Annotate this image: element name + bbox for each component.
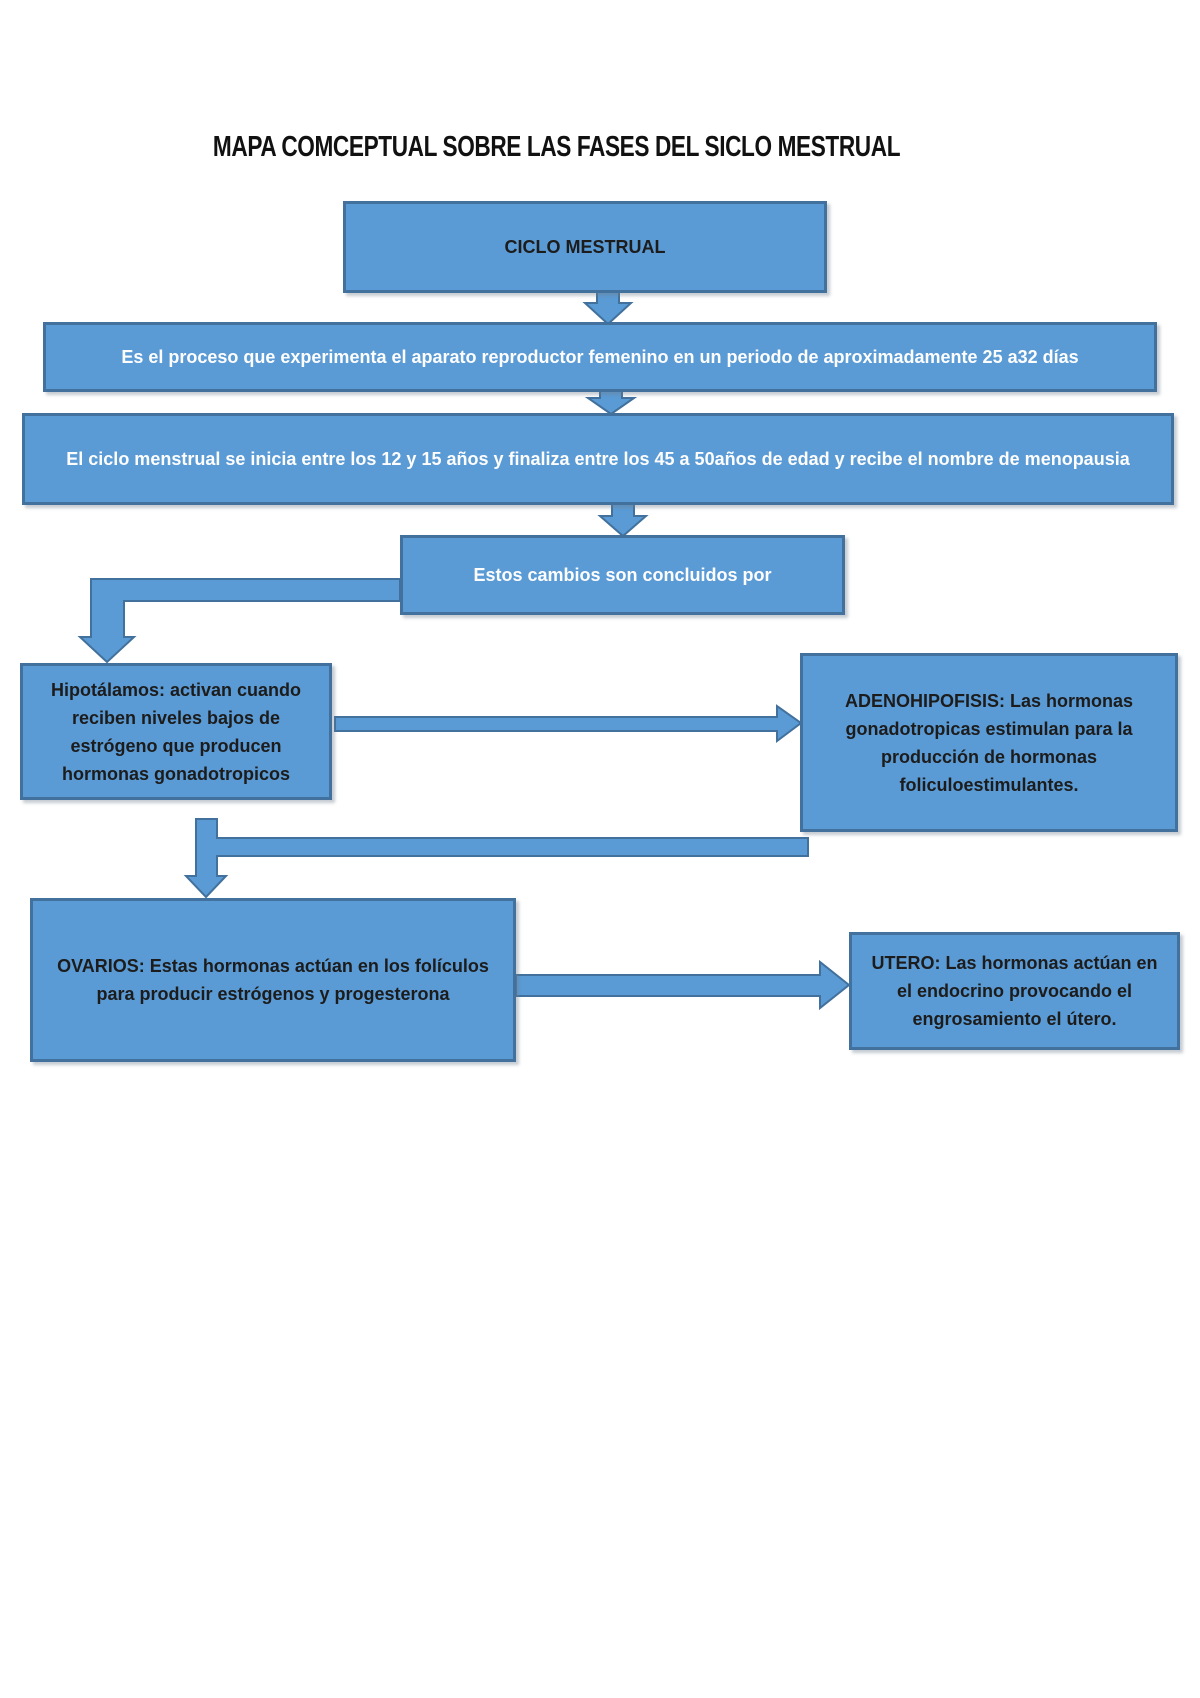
page-title: MAPA COMCEPTUAL SOBRE LAS FASES DEL SICL… xyxy=(0,131,1114,164)
elbow-arrow-adenohipofisis-to-ovarios xyxy=(183,818,809,899)
node-line: el endocrino provocando el xyxy=(896,981,1133,1001)
node-line: foliculoestimulantes. xyxy=(899,774,1079,795)
node-label: CICLO MESTRUAL xyxy=(504,236,666,257)
arrow-proceso-to-inicio xyxy=(584,389,638,416)
page-title-text: MAPA COMCEPTUAL SOBRE LAS FASES DEL SICL… xyxy=(213,131,901,163)
node-line: estrógeno que producen xyxy=(70,735,282,756)
node-line: producción de hormonas xyxy=(880,746,1098,767)
node-line: Hipotálamos: activan cuando xyxy=(50,679,302,700)
node-line: para producir estrógenos y progesterona xyxy=(96,984,450,1004)
node-line: ADENOHIPOFISIS: Las hormonas xyxy=(844,690,1134,711)
node-line: gonadotropicas estimulan para la xyxy=(845,718,1133,739)
node-adenohipofisis: ADENOHIPOFISIS: Las hormonas gonadotropi… xyxy=(800,653,1178,832)
node-line: UTERO: Las hormonas actúan en xyxy=(871,953,1158,973)
arrow-ciclo-to-proceso xyxy=(582,290,634,326)
node-line: OVARIOS: Estas hormonas actúan en los fo… xyxy=(57,956,489,976)
arrow-ovarios-to-utero xyxy=(515,959,851,1011)
node-hipotalamos: Hipotálamos: activan cuando reciben nive… xyxy=(20,663,332,800)
node-line: reciben niveles bajos de xyxy=(71,707,281,728)
node-ciclo-mestrual: CICLO MESTRUAL xyxy=(343,201,827,293)
arrow-hipotalamo-to-adenohipofisis xyxy=(334,704,803,743)
node-utero: UTERO: Las hormonas actúan en el endocri… xyxy=(849,932,1180,1050)
node-ovarios: OVARIOS: Estas hormonas actúan en los fo… xyxy=(30,898,516,1062)
elbow-arrow-cambios-to-hipotalamo xyxy=(77,578,401,664)
node-line: hormonas gonadotropicos xyxy=(61,763,290,784)
node-estos-cambios: Estos cambios son concluidos por xyxy=(400,535,845,615)
arrow-inicio-to-cambios xyxy=(597,502,649,538)
node-inicio-menopausia: El ciclo menstrual se inicia entre los 1… xyxy=(22,413,1174,505)
node-label: Es el proceso que experimenta el aparato… xyxy=(121,346,1079,367)
node-line: engrosamiento el útero. xyxy=(912,1009,1117,1029)
node-proceso-definicion: Es el proceso que experimenta el aparato… xyxy=(43,322,1157,392)
node-label: El ciclo menstrual se inicia entre los 1… xyxy=(66,448,1130,469)
node-label: Estos cambios son concluidos por xyxy=(473,564,772,585)
